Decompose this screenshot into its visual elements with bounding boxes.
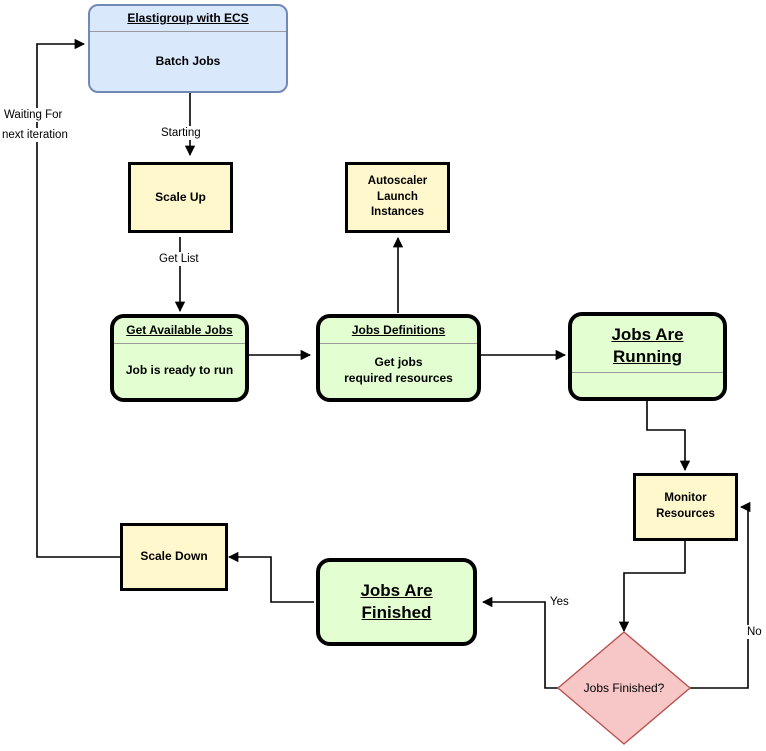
autoscaler-label: Autoscaler Launch Instances xyxy=(348,165,447,230)
edge-label-get-list: Get List xyxy=(157,252,201,267)
scale-down-label: Scale Down xyxy=(140,549,208,564)
edge-label-yes: Yes xyxy=(548,595,571,610)
get-available-jobs-body: Job is ready to run xyxy=(125,363,234,378)
edge-label-waiting-line1: Waiting For xyxy=(2,108,65,123)
jobs-definitions-divider xyxy=(320,342,477,344)
node-autoscaler-launch-instances[interactable]: Autoscaler Launch Instances xyxy=(345,162,450,233)
jobs-are-running-body xyxy=(572,373,723,398)
edge-scaledown-to-elastigroup xyxy=(36,38,120,558)
edge-label-waiting-line2: next iteration xyxy=(0,128,70,143)
jobs-are-running-title: Jobs Are Running xyxy=(572,316,723,372)
autoscaler-line3: Instances xyxy=(370,206,425,219)
jobs-definitions-body: Get jobs required resources xyxy=(320,344,477,398)
jobs-definitions-line1: Get jobs xyxy=(374,355,423,370)
jobs-are-running-line2: Running xyxy=(613,346,682,366)
edge-label-starting: Starting xyxy=(159,126,203,141)
jobs-finished-decision-label: Jobs Finished? xyxy=(583,681,665,695)
monitor-resources-label: Monitor Resources xyxy=(636,476,735,538)
scale-up-label: Scale Up xyxy=(155,189,206,204)
monitor-resources-line1: Monitor xyxy=(664,492,707,505)
get-available-jobs-header: Get Available Jobs xyxy=(126,323,233,337)
jobs-are-running-divider xyxy=(572,371,723,373)
jobs-definitions-line2: required resources xyxy=(344,370,453,385)
edge-decision-yes-to-finished xyxy=(481,596,565,689)
node-get-available-jobs[interactable]: Get Available Jobs Job is ready to run xyxy=(110,314,249,402)
jobs-are-finished-title: Jobs Are Finished xyxy=(320,562,473,642)
node-elastigroup-with-ecs[interactable]: Elastigroup with ECS Batch Jobs xyxy=(88,4,288,93)
jobs-definitions-header: Jobs Definitions xyxy=(351,323,446,337)
node-jobs-are-running[interactable]: Jobs Are Running xyxy=(568,312,727,401)
edge-finished-to-scaledown xyxy=(227,551,314,603)
elastigroup-header: Elastigroup with ECS xyxy=(127,11,249,25)
edge-decision-no-to-monitor xyxy=(683,501,751,689)
node-scale-up[interactable]: Scale Up xyxy=(128,162,233,233)
autoscaler-line2: Launch xyxy=(377,190,418,203)
jobs-are-finished-line2: Finished xyxy=(361,603,432,622)
jobs-are-running-line1: Jobs Are xyxy=(611,325,684,344)
edge-running-to-monitor xyxy=(646,401,691,472)
monitor-resources-line2: Resources xyxy=(656,508,715,520)
node-jobs-are-finished[interactable]: Jobs Are Finished xyxy=(316,558,477,646)
autoscaler-line1: Autoscaler xyxy=(367,175,428,188)
node-jobs-definitions[interactable]: Jobs Definitions Get jobs required resou… xyxy=(316,314,481,402)
jobs-are-finished-line1: Jobs Are xyxy=(360,580,433,600)
elastigroup-divider xyxy=(90,30,286,32)
edge-label-no: No xyxy=(745,625,764,640)
edge-monitor-to-decision xyxy=(618,541,686,633)
node-scale-down[interactable]: Scale Down xyxy=(120,523,228,591)
node-jobs-finished-decision[interactable]: Jobs Finished? xyxy=(556,630,692,746)
elastigroup-body: Batch Jobs xyxy=(155,53,221,68)
node-monitor-resources[interactable]: Monitor Resources xyxy=(633,473,738,541)
get-available-jobs-divider xyxy=(114,342,245,344)
